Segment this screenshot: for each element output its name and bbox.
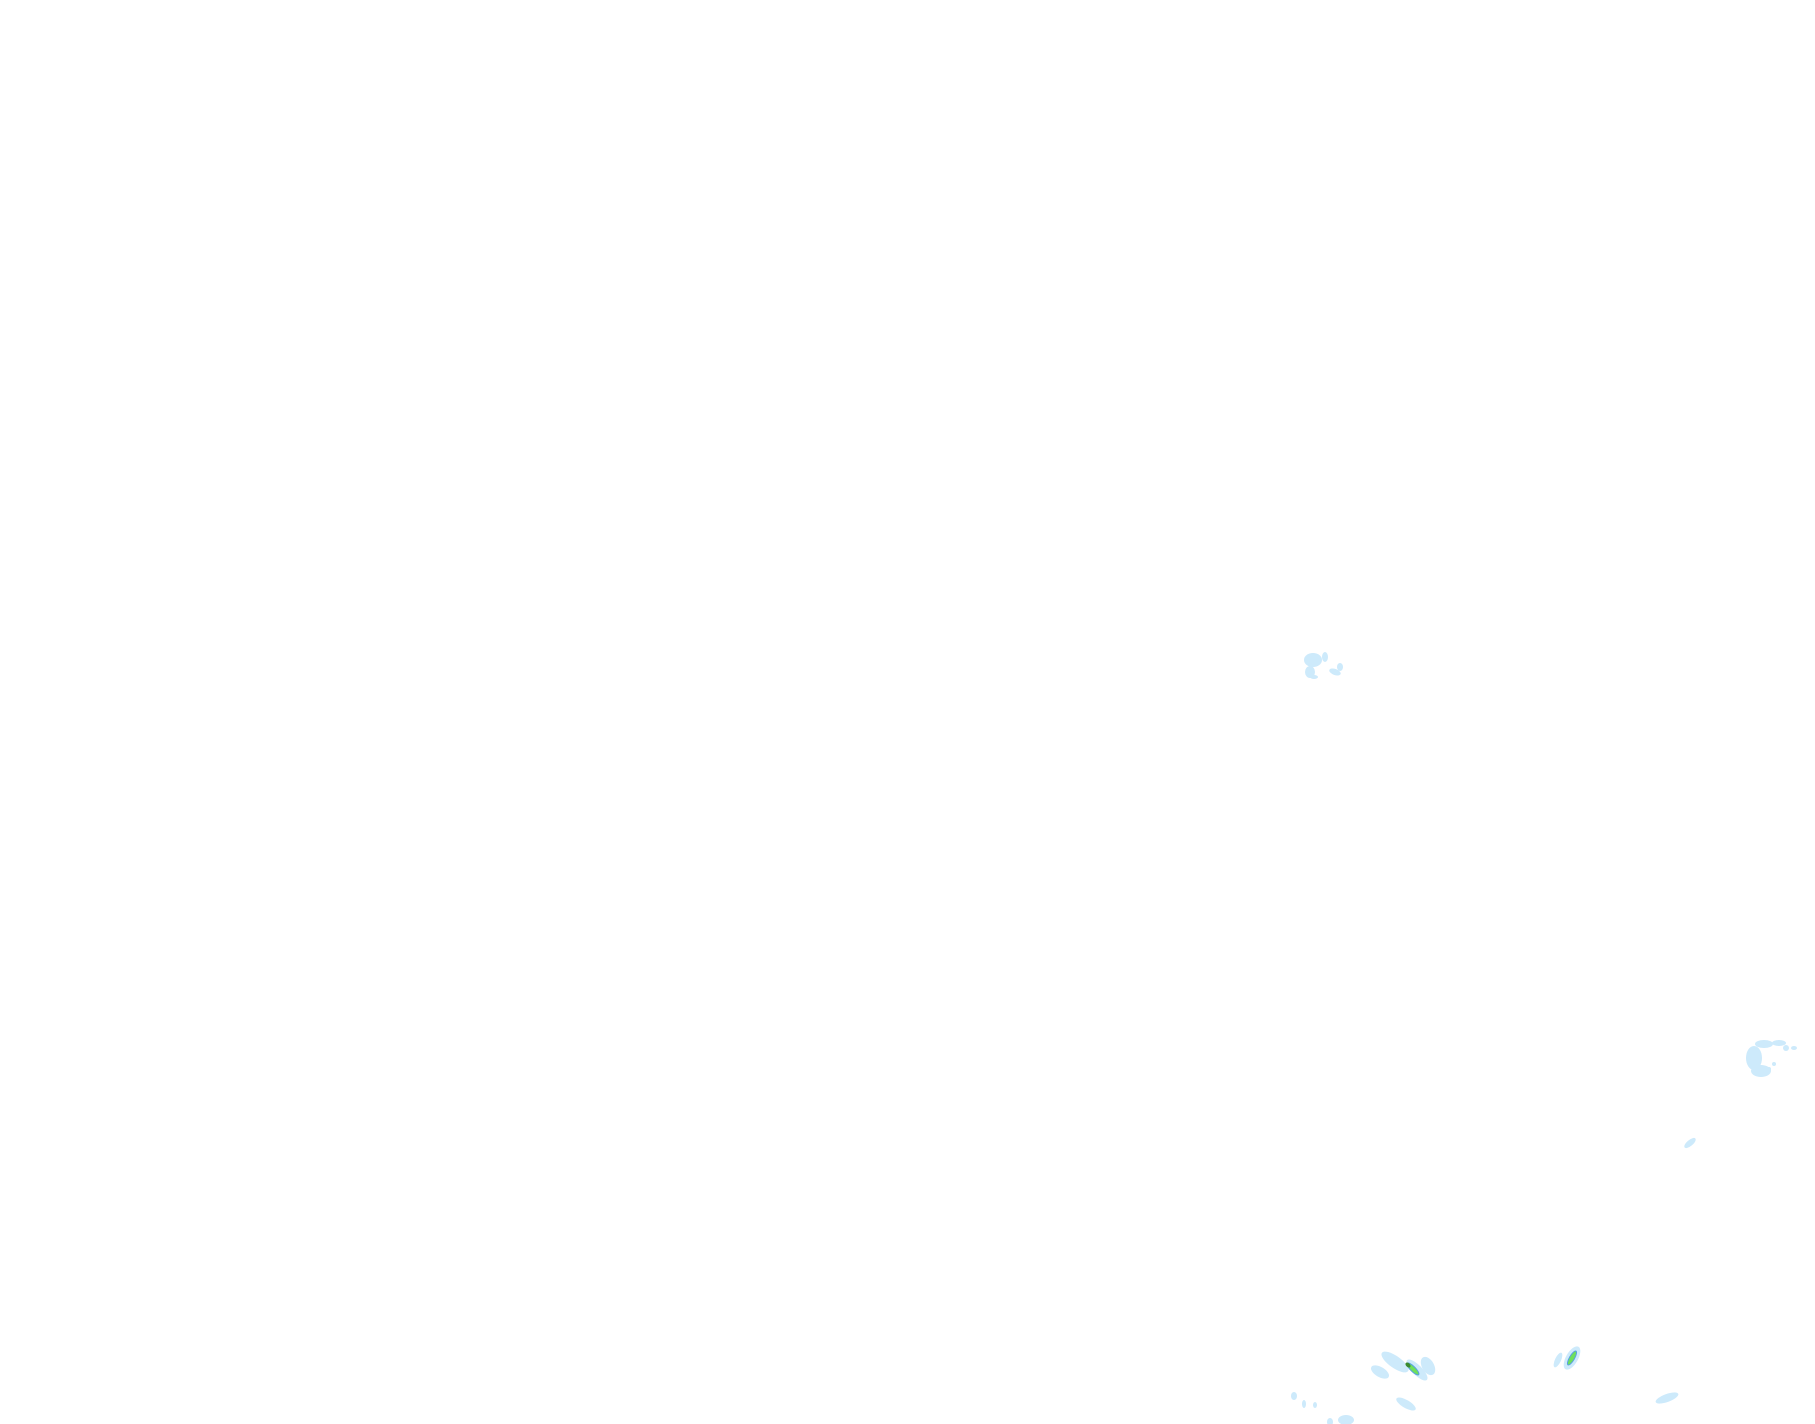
radar-echo-moderate: [1566, 1350, 1578, 1366]
radar-echo: [1655, 1392, 1679, 1404]
radar-echo: [1791, 1046, 1797, 1050]
radar-echo: [1337, 663, 1343, 671]
radar-echo-heavy: [1405, 1362, 1411, 1368]
radar-echo: [1302, 1400, 1306, 1408]
radar-echo: [1381, 1351, 1409, 1373]
radar-echo: [1370, 1365, 1390, 1379]
echo-cluster-east: [1746, 1040, 1797, 1077]
radar-echo: [1767, 1067, 1771, 1071]
radar-echo: [1322, 652, 1328, 662]
radar-echo: [1310, 675, 1318, 679]
radar-echo: [1291, 1392, 1297, 1400]
radar-echo: [1305, 666, 1315, 678]
radar-echo: [1553, 1352, 1563, 1368]
radar-echo: [1755, 1040, 1773, 1048]
radar-echo: [1746, 1046, 1762, 1070]
radar-echo: [1684, 1137, 1696, 1149]
radar-echo: [1772, 1040, 1786, 1046]
radar-echo: [1751, 1065, 1771, 1077]
radar-echo: [1313, 1402, 1317, 1408]
radar-echo: [1338, 1415, 1354, 1424]
radar-echo: [1396, 1397, 1416, 1411]
radar-echo: [1304, 653, 1322, 667]
radar-echo: [1420, 1356, 1436, 1376]
radar-echo: [1772, 1062, 1776, 1066]
echo-isolated: [1684, 1137, 1696, 1149]
radar-echo: [1329, 668, 1341, 676]
echo-cluster-south: [1291, 1346, 1679, 1424]
echo-moderate: [1405, 1350, 1578, 1376]
radar-echo: [1327, 1418, 1333, 1424]
radar-echo: [1783, 1045, 1789, 1051]
echo-cluster-north: [1304, 652, 1343, 679]
